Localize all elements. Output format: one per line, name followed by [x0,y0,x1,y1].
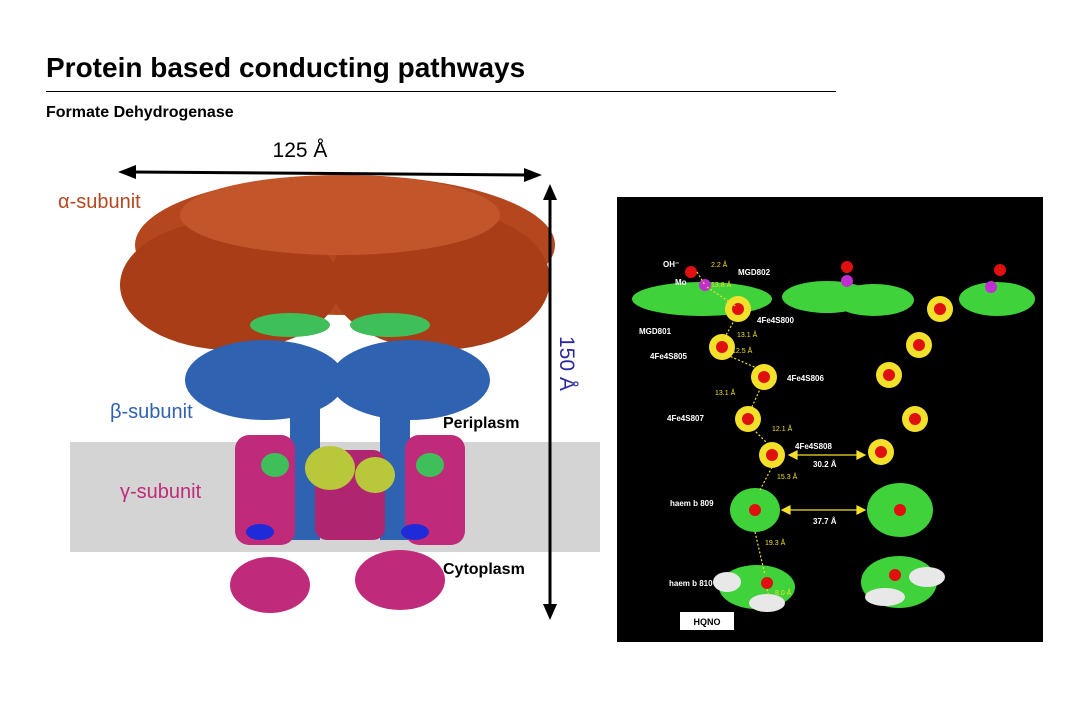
distance-arrows [780,450,867,515]
label-oh: OH⁻ [663,260,679,269]
label-4fe4s805: 4Fe4S805 [650,352,687,361]
page-title: Protein based conducting pathways [46,52,526,83]
haem-clusters [713,483,945,612]
distance-label-37-7: 37.7 Å [813,517,837,526]
hqno-label-box [680,612,734,630]
height-label: 150 Å [555,336,578,391]
distance-label-30-2: 30.2 Å [813,460,837,469]
title-divider [46,91,836,92]
cofactor-chain-panel: OH⁻ Mo MGD802 MGD801 4Fe4S800 4Fe4S805 4… [617,197,1043,642]
distance-label: 8.0 Å [775,588,792,597]
distance-label: 13.1 Å [737,330,758,339]
width-dimension-arrow [118,165,542,182]
distance-label: 15.3 Å [777,472,798,481]
distance-label: 2.2 Å [711,260,728,269]
label-4fe4s807: 4Fe4S807 [667,414,704,423]
distance-label: 13.1 Å [715,388,736,397]
alpha-subunit-label: α-subunit [58,191,141,213]
label-haem-b-809: haem b 809 [670,499,714,508]
mgd-cofactor-clusters [632,281,1035,316]
hqno-label: HQNO [694,617,721,627]
height-dimension-arrow [543,184,557,620]
label-haem-b-810: haem b 810 [669,579,713,588]
electron-transfer-paths [696,271,773,598]
label-mo: Mo [675,278,687,287]
distance-label: 19.3 Å [765,538,786,547]
distance-label: 12.1 Å [772,424,793,433]
beta-subunit-label: β-subunit [110,401,193,423]
distance-label: 13.8 Å [711,280,732,289]
protein-structure-figure: 125 Å 150 Å α-subunit β-subunit γ-subuni… [58,139,600,620]
label-mgd802: MGD802 [738,268,771,277]
label-4fe4s808: 4Fe4S808 [795,442,832,451]
distance-label: 12.5 Å [732,346,753,355]
page-subtitle: Formate Dehydrogenase [46,104,234,121]
width-label: 125 Å [273,139,328,162]
cytoplasm-label: Cytoplasm [443,561,525,578]
label-4fe4s806: 4Fe4S806 [787,374,824,383]
periplasm-label: Periplasm [443,415,519,432]
alpha-subunit-structure [120,175,555,350]
gamma-subunit-label: γ-subunit [120,481,202,503]
gamma-subunit-structure [230,435,465,613]
label-mgd801: MGD801 [639,327,672,336]
label-4fe4s800: 4Fe4S800 [757,316,794,325]
